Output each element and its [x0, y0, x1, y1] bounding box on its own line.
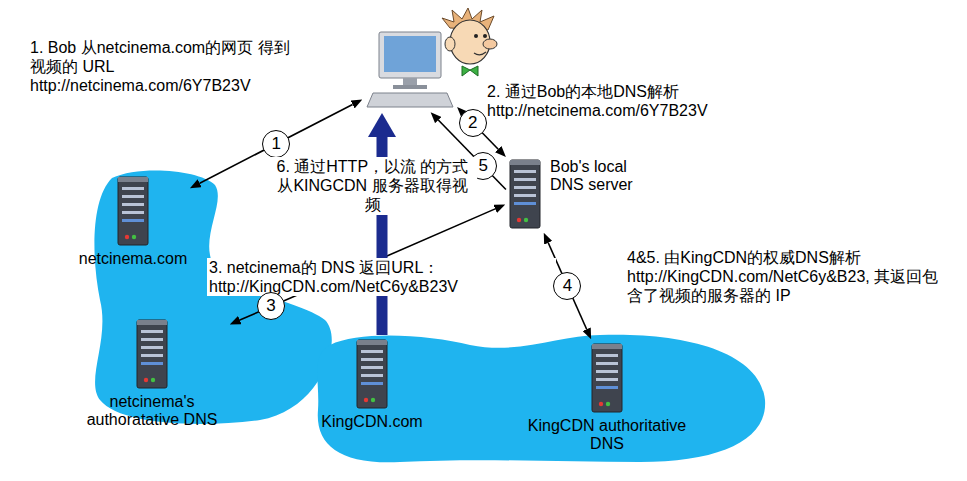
server-slot — [122, 187, 144, 190]
screen — [384, 36, 436, 72]
server-node: Bob's local DNS server — [508, 158, 635, 230]
node-label: Bob's local DNS server — [550, 158, 635, 195]
node-label: netcinema.com — [79, 250, 188, 268]
server-slot — [596, 354, 618, 357]
nose — [483, 39, 497, 49]
server-slot — [141, 346, 163, 349]
server-body — [510, 160, 540, 228]
bow-tie — [462, 66, 478, 76]
server-top — [118, 177, 148, 182]
server-slot — [361, 350, 383, 353]
edge-label: 6. 通过HTTP，以流 的方式从KINGCDN 服务器取得视频 — [268, 157, 477, 215]
callout-number: 2 — [459, 109, 487, 137]
server-top — [592, 344, 622, 349]
callout-number: 4 — [553, 272, 581, 300]
server-top — [357, 340, 387, 345]
server-slot — [122, 195, 144, 198]
server-light — [524, 218, 528, 222]
node-label: netcinema's authoratative DNS — [77, 393, 227, 430]
callout-number: 3 — [257, 292, 285, 320]
server-node: KingCDN.com — [321, 338, 422, 431]
server-light — [599, 402, 603, 406]
server-light — [125, 235, 129, 239]
server-light — [371, 398, 375, 402]
annotation: 3. netcinema的 DNS 返回URL： http://KingCDN.… — [207, 258, 556, 296]
server-slot — [514, 202, 536, 205]
server-node: KingCDN authoritative DNS — [527, 342, 687, 454]
eye — [483, 34, 487, 38]
server-slot — [596, 362, 618, 365]
server-icon — [135, 318, 169, 390]
server-icon — [508, 158, 542, 230]
monitor-stand — [403, 78, 417, 86]
server-slot — [361, 358, 383, 361]
server-slot — [141, 330, 163, 333]
server-body — [357, 340, 387, 408]
callout-number: 1 — [262, 130, 290, 158]
server-slot — [122, 219, 144, 222]
server-slot — [361, 366, 383, 369]
node-label: KingCDN.com — [321, 413, 422, 431]
server-slot — [141, 362, 163, 365]
server-top — [137, 320, 167, 325]
annotation: 4&5. 由KingCDN的权威DNS解析 http://KingCDN.com… — [627, 248, 952, 306]
server-slot — [514, 186, 536, 189]
network-cloud — [317, 335, 765, 463]
server-slot — [361, 374, 383, 377]
server-body — [118, 177, 148, 245]
server-light — [144, 378, 148, 382]
ear — [445, 37, 455, 51]
annotation: 1. Bob 从netcinema.com的网页 得到视频的 URL http:… — [30, 38, 295, 96]
node-label: KingCDN authoritative DNS — [527, 417, 687, 454]
annotation: 2. 通过Bob的本地DNS解析 http://netcinema.com/6Y… — [487, 82, 787, 120]
server-slot — [514, 170, 536, 173]
server-light — [517, 218, 521, 222]
server-light — [364, 398, 368, 402]
server-icon — [590, 342, 624, 414]
server-icon — [116, 175, 150, 247]
server-node: netcinema.com — [79, 175, 188, 268]
computer-icon — [365, 30, 455, 110]
server-slot — [141, 354, 163, 357]
computer — [365, 30, 455, 110]
monitor-base — [393, 85, 427, 89]
server-light — [151, 378, 155, 382]
server-slot — [122, 203, 144, 206]
server-slot — [596, 386, 618, 389]
server-top — [510, 160, 540, 165]
server-slot — [141, 338, 163, 341]
server-icon — [355, 338, 389, 410]
server-body — [137, 320, 167, 388]
server-body — [592, 344, 622, 412]
monitor — [379, 32, 441, 78]
message-arrow — [548, 243, 586, 329]
server-slot — [361, 382, 383, 385]
server-slot — [596, 370, 618, 373]
bob-face — [442, 8, 497, 76]
server-slot — [596, 378, 618, 381]
server-slot — [122, 211, 144, 214]
eye — [474, 34, 478, 38]
mouth — [474, 52, 486, 55]
server-node: netcinema's authoratative DNS — [77, 318, 227, 430]
server-light — [132, 235, 136, 239]
keyboard — [367, 93, 453, 107]
server-slot — [514, 178, 536, 181]
server-slot — [514, 194, 536, 197]
server-light — [606, 402, 610, 406]
